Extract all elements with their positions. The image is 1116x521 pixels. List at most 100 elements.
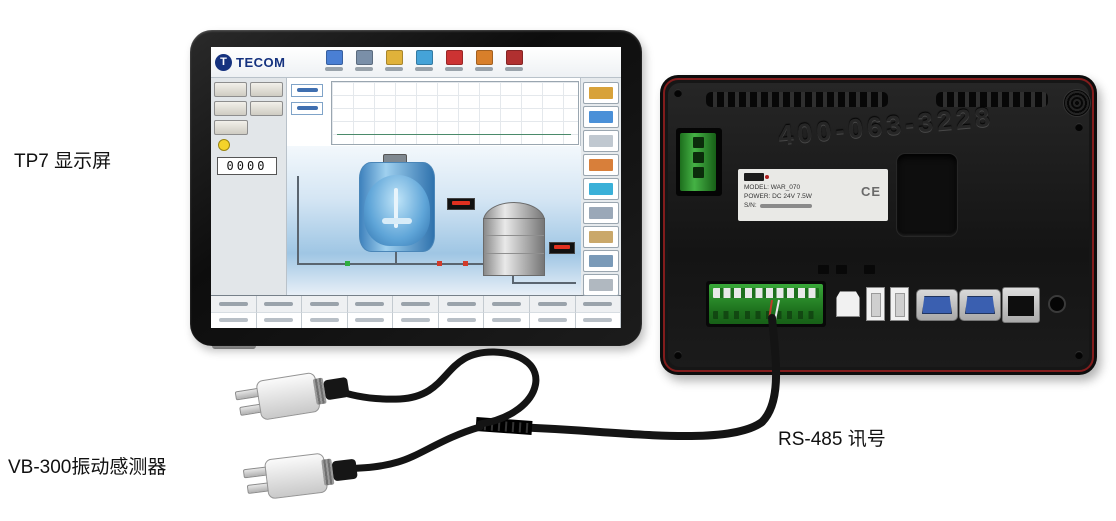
table-cell: [211, 312, 257, 328]
side-button: [583, 154, 620, 176]
agitator-shaft: [394, 187, 399, 229]
tecom-brand-text: TECOM: [236, 54, 286, 70]
db9-serial-port: [916, 289, 958, 321]
valve-red: [463, 261, 468, 266]
value-box: [291, 102, 323, 115]
table-col: [347, 296, 394, 313]
table-col: [211, 296, 257, 313]
table-cell: [393, 312, 439, 328]
audio-jack: [1048, 295, 1066, 313]
table-cell: [302, 312, 348, 328]
pipe: [395, 250, 397, 264]
io-terminal-block: [706, 281, 826, 327]
value-box: [291, 84, 323, 97]
toolbar-monitor-icon: [351, 50, 377, 74]
hmi-toolbar: T TECOM: [211, 47, 621, 78]
ethernet-port: [1002, 287, 1040, 323]
table-cell: [484, 312, 530, 328]
table-cell: [257, 312, 303, 328]
screw: [1075, 351, 1083, 359]
side-button: [583, 250, 620, 272]
panel-button: [214, 101, 247, 116]
status-lamp: [218, 139, 230, 151]
table-col: [438, 296, 485, 313]
led-readout: [447, 198, 475, 210]
terminal-hole: [692, 137, 704, 148]
table-col: [302, 296, 348, 313]
pipe: [512, 274, 514, 284]
table-col: [529, 296, 576, 313]
mixing-tank: [359, 162, 435, 252]
toolbar-alarm-icon: [411, 50, 437, 74]
jumper-block: [864, 265, 875, 274]
toolbar-record-icon: [471, 50, 497, 74]
terminal-hole: [692, 152, 704, 163]
panel-button: [250, 82, 283, 97]
sensor-cable-gland: [331, 458, 358, 482]
label-vb300-sensor: VB-300振动感测器: [8, 457, 167, 478]
side-button: [583, 130, 620, 152]
tp7-display-device: T TECOM 0000: [190, 30, 642, 346]
panel-button: [250, 101, 283, 116]
vent-grille: [936, 92, 1048, 107]
ce-mark: CE: [860, 184, 881, 199]
jumper-block: [818, 265, 829, 274]
serial-number-bar: [759, 203, 812, 208]
pipe: [297, 176, 299, 264]
terminal-hole: [692, 167, 704, 178]
screw: [1075, 123, 1083, 131]
side-button: [583, 226, 620, 248]
table-header-row: [211, 296, 621, 313]
side-button: [583, 106, 620, 128]
side-button: [583, 178, 620, 200]
table-data-row: [211, 312, 621, 328]
table-cell: [439, 312, 485, 328]
pipe: [512, 282, 576, 284]
table-col: [393, 296, 439, 313]
scada-area: [287, 146, 581, 295]
usb-b-port: [836, 291, 860, 317]
back-face: 400-063-3228 MODEL: WAR_070 POWER: DC 24…: [668, 83, 1091, 367]
screw: [674, 89, 682, 97]
hmi-mid-panel: [287, 78, 581, 295]
hmi-screen-body: 0000: [211, 78, 621, 296]
jumper-block: [836, 265, 847, 274]
trend-chart: [331, 81, 579, 145]
table-col: [484, 296, 530, 313]
table-cell: [530, 312, 576, 328]
label-logo: [744, 173, 769, 181]
toolbar-add-icon: [381, 50, 407, 74]
side-button: [583, 274, 620, 296]
label-power-line: POWER: DC 24V 7.5W: [744, 193, 812, 200]
power-terminal-block: [676, 128, 722, 196]
vb300-sensor-1: [233, 363, 359, 427]
vb300-sensor-2: [242, 445, 367, 505]
speaker-grille: [1063, 89, 1091, 117]
chart-trace: [336, 134, 571, 135]
hmi-screen: T TECOM 0000: [211, 47, 621, 328]
terminal-pin-row: [713, 288, 819, 298]
side-button: [583, 82, 620, 104]
terminal-screw-row: [713, 311, 819, 319]
sensor2-cable: [340, 423, 484, 473]
table-col: [575, 296, 621, 313]
tecom-logo: T TECOM: [215, 53, 319, 71]
label-serial-line: S/N:: [744, 201, 882, 210]
panel-button: [214, 120, 248, 135]
storage-tank: [483, 218, 545, 276]
label-tp7-display: TP7 显示屏: [14, 151, 112, 172]
table-cell: [348, 312, 394, 328]
cable-sleeve: [475, 417, 533, 435]
toolbar-stop-icon: [441, 50, 467, 74]
power-terminal-green: [680, 133, 716, 191]
cable-sleeve-ridges: [481, 420, 529, 433]
label-rs485-signal: RS-485 讯号: [778, 429, 886, 450]
usb-a-port: [866, 287, 885, 321]
agitator-blade: [382, 217, 412, 224]
hmi-status-table: [211, 295, 621, 328]
sensor-body: [255, 371, 321, 421]
table-col: [256, 296, 303, 313]
valve-green: [345, 261, 350, 266]
product-info-label: MODEL: WAR_070 POWER: DC 24V 7.5W S/N: C…: [738, 169, 888, 221]
